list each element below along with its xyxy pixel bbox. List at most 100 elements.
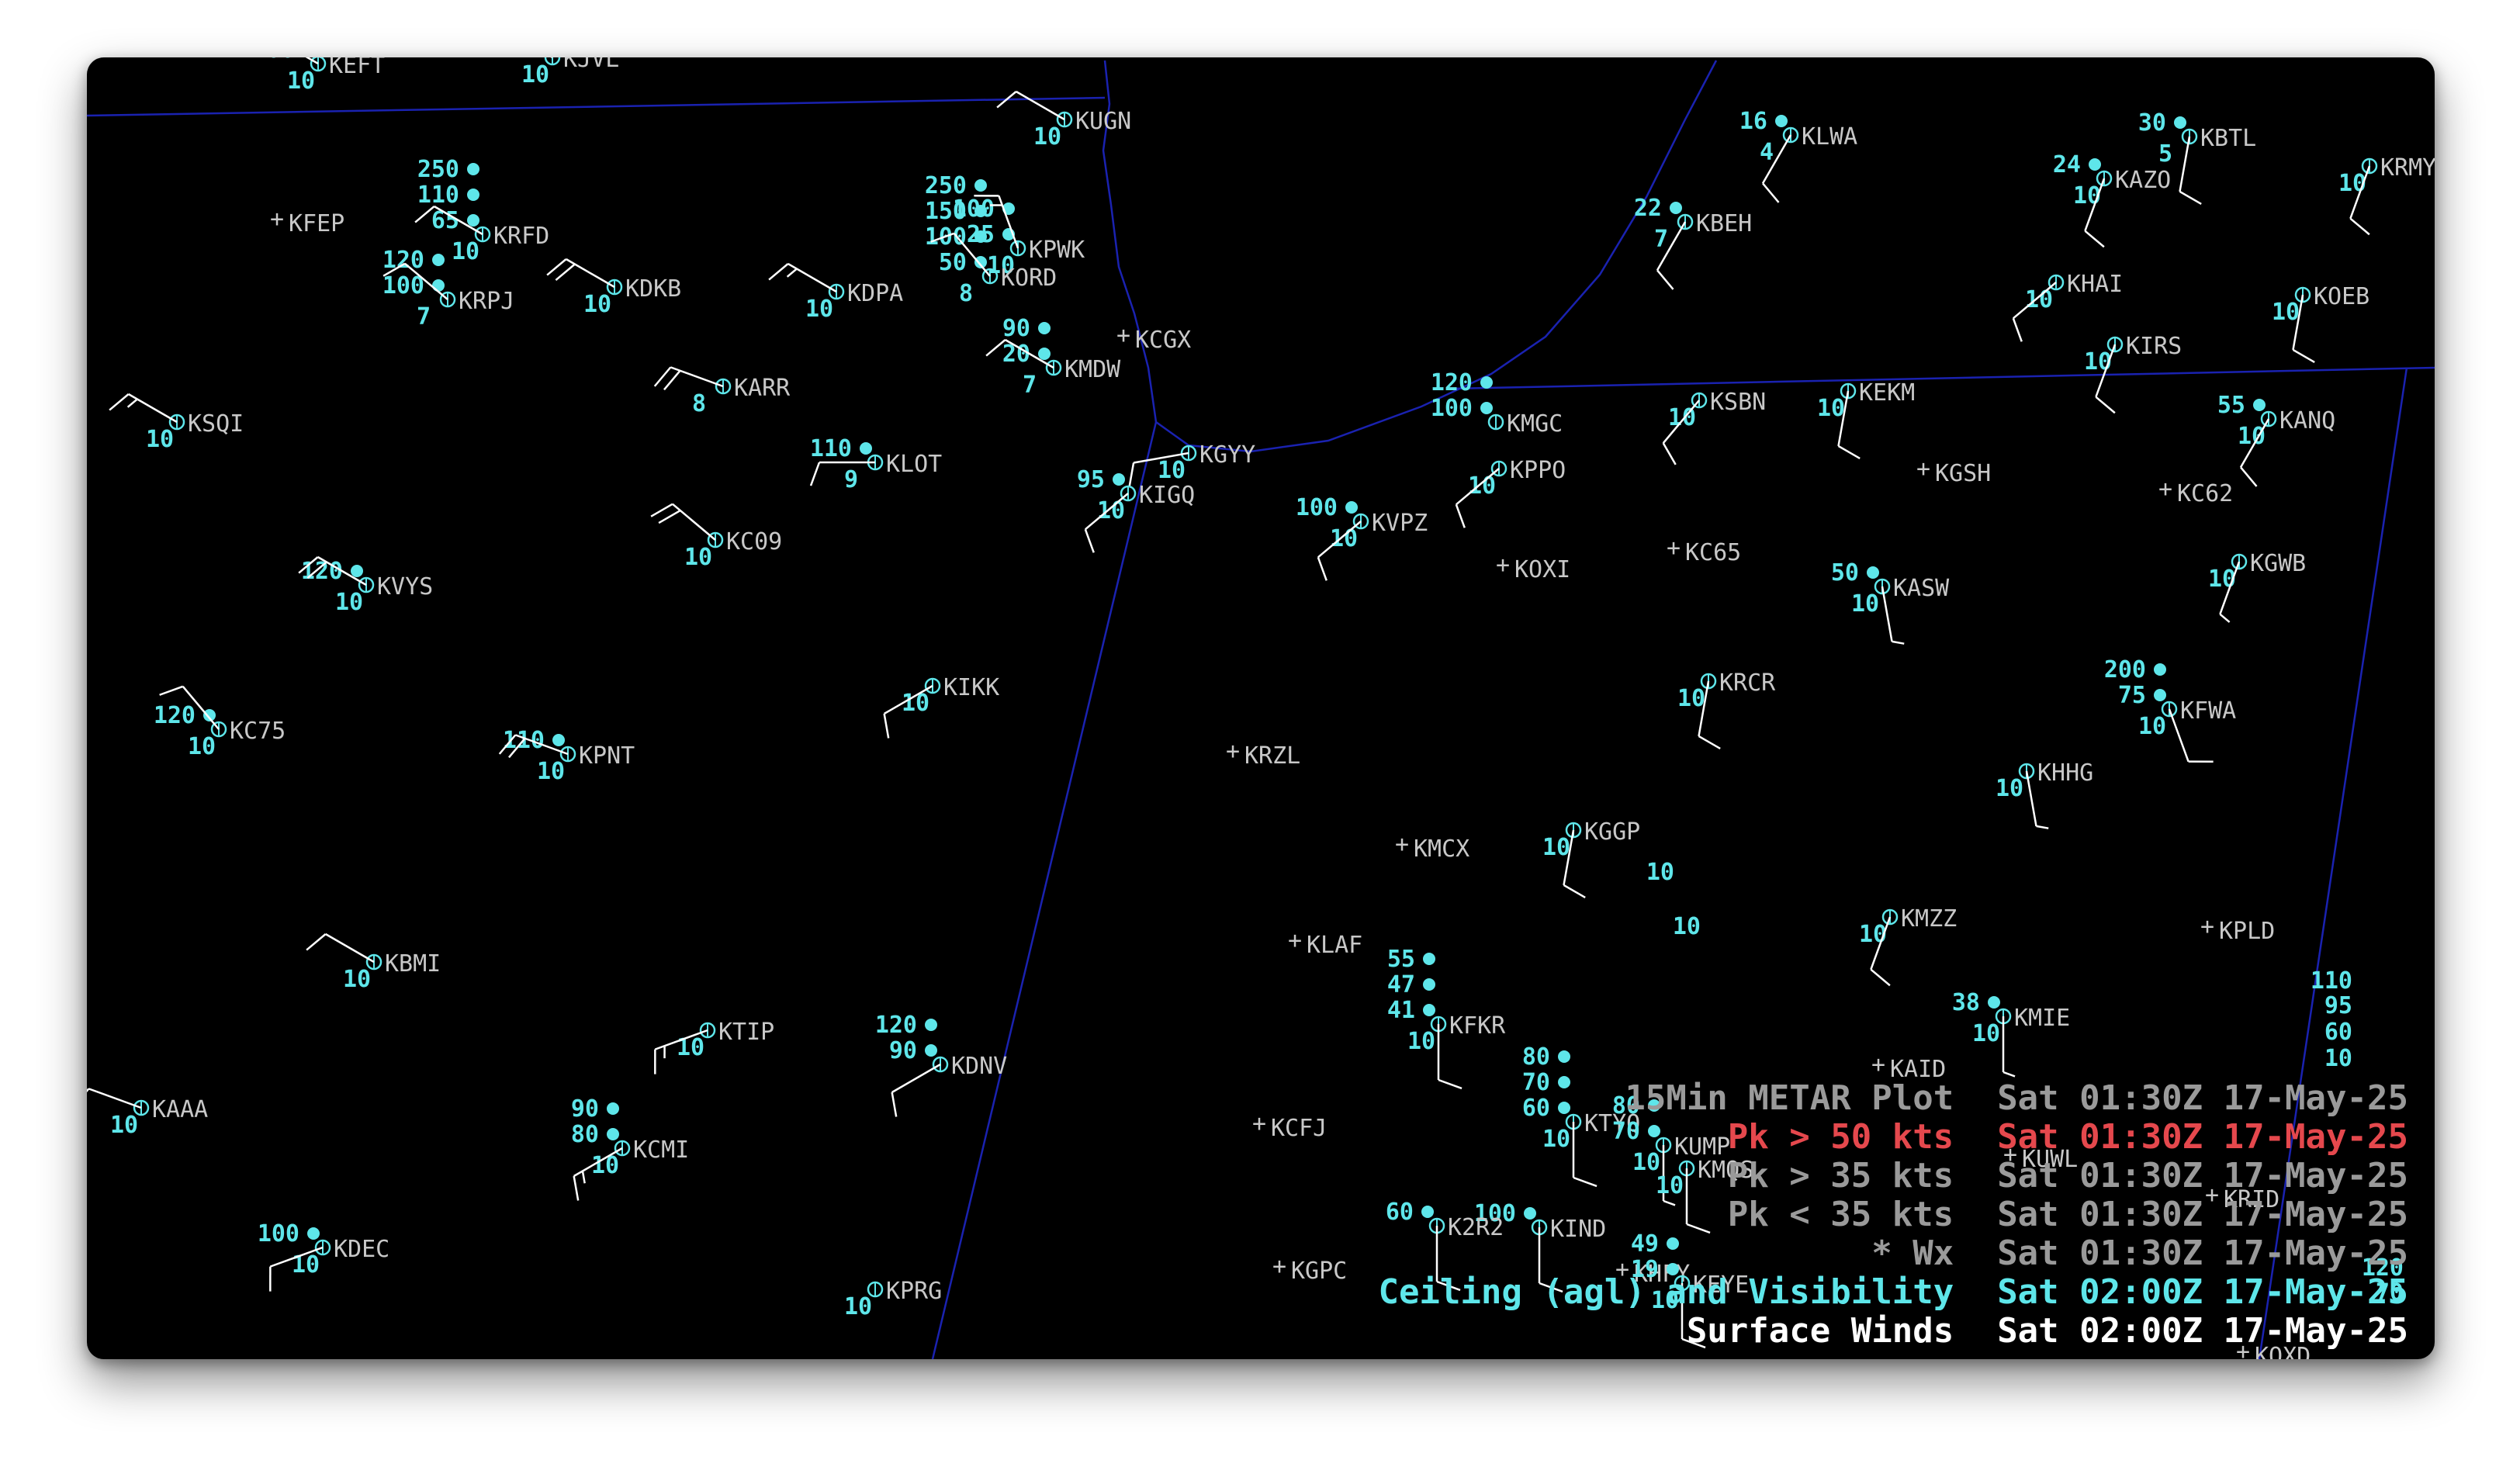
station-kord[interactable]: KORD825015010050	[925, 172, 1057, 307]
station-kmcx[interactable]: +KMCX	[1395, 831, 1469, 863]
station-kcgx[interactable]: +KCGX	[1116, 322, 1191, 354]
in-mi-border	[1452, 366, 2435, 390]
station-kaid[interactable]: +KAID	[1871, 1051, 1946, 1083]
wind-barb-flag	[1663, 1199, 1676, 1206]
visibility-value: 10	[1468, 472, 1496, 500]
station-koxi[interactable]: +KOXI	[1496, 552, 1570, 583]
station-id-label: KRCR	[1719, 670, 1776, 697]
sky-cover-icon	[1867, 566, 1879, 579]
station-kgsh[interactable]: +KGSH	[1916, 455, 1991, 487]
station-krid[interactable]: +KRID	[2205, 1182, 2279, 1213]
station-kpnt[interactable]: KPNT10110	[498, 727, 635, 785]
station-kpwk[interactable]: KPWK1010025	[953, 195, 1085, 279]
station-koxd[interactable]: +KOXD	[2236, 1338, 2311, 1359]
station-id-label: KSQI	[188, 410, 244, 438]
ceiling-value: 100	[1431, 395, 1473, 422]
wind-barb-flag	[1436, 1280, 1461, 1292]
station-kfep[interactable]: +KFEP	[270, 206, 344, 237]
station-khfy[interactable]: +KHFY	[1615, 1256, 1690, 1288]
station-krzl[interactable]: +KRZL	[1226, 738, 1300, 770]
station-kc62[interactable]: +KC62	[2158, 476, 2233, 507]
station-id-label: KHAI	[2067, 271, 2123, 298]
station-id-label: KBEH	[1696, 210, 1752, 237]
visibility-value: 10	[1677, 685, 1705, 712]
station-krcr[interactable]: KRCR 10	[1677, 670, 1776, 750]
wind-barb-icon	[2349, 165, 2371, 220]
station-klaf[interactable]: +KLAF	[1288, 927, 1362, 959]
station-keft[interactable]: KEFT10100	[251, 57, 385, 95]
ceiling-value: 120	[382, 247, 424, 274]
station-plus-icon: +	[1288, 927, 1302, 954]
station-kpld[interactable]: +KPLD	[2200, 913, 2275, 945]
wind-barb-flag	[2002, 1071, 2016, 1078]
station-id-label: KRMY	[2380, 154, 2435, 182]
station-id-label: KUWL	[2022, 1146, 2078, 1173]
sky-cover-icon	[307, 1227, 320, 1240]
ceiling-value: 70	[1612, 1118, 1640, 1145]
legend-time: Sat 01:30Z 17-May-25	[1997, 1156, 2408, 1195]
station-kuwl[interactable]: +KUWL	[2003, 1141, 2078, 1173]
metar-map[interactable]: KEFT10100 KJVL10110KUGN10 +KFEP KRFD1025011…	[87, 57, 2435, 1359]
station-id-label: KAID	[1890, 1056, 1946, 1083]
station-id-label: KJVL	[563, 57, 619, 73]
legend-time: Sat 02:00Z 17-May-25	[1997, 1311, 2408, 1351]
ceiling-value: 95	[1077, 466, 1105, 493]
station-kcfj[interactable]: +KCFJ	[1252, 1110, 1327, 1142]
station-kc65[interactable]: +KC65	[1667, 535, 1741, 566]
ceiling-value: 20	[1002, 341, 1030, 368]
station-kgpc[interactable]: +KGPC	[1272, 1253, 1347, 1285]
station-kjvl[interactable]: KJVL10110	[485, 57, 619, 88]
